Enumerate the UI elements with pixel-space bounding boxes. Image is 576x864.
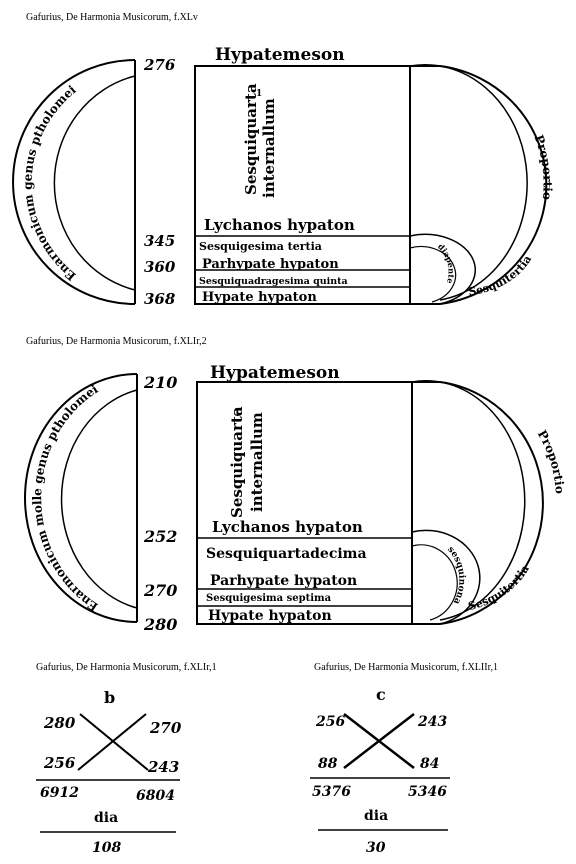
fig1-left-arc-inner xyxy=(53,75,136,291)
fig1-mark: 1 xyxy=(256,89,262,99)
fig2-right-arc-outer xyxy=(412,381,544,625)
fig3-mid-right: 243 xyxy=(147,758,179,776)
fig1-number-4: 368 xyxy=(144,290,176,308)
fig2-ratio-2: Sesquiquartadecima xyxy=(206,546,367,562)
fig1-number-3: 360 xyxy=(144,258,176,276)
fig3-result: 108 xyxy=(92,840,121,856)
fig3-top-left: 280 xyxy=(43,714,76,732)
fig2-ratio-3: Sesquigesima septima xyxy=(206,593,332,604)
fig1-small-arc-label: diapente xyxy=(436,241,457,284)
fig2-right-arc-label: Proportio xyxy=(535,428,567,495)
fig2-note-3: Parhypate hypaton xyxy=(210,573,357,589)
caption-fig3: Gafurius, De Harmonia Musicorum, f.XLIr,… xyxy=(36,662,217,673)
fig1-note-top: Hypatemeson xyxy=(215,45,345,65)
figure-4: c 256 243 88 84 5376 5346 dia 30 xyxy=(310,685,450,856)
fig4-mid-left: 88 xyxy=(318,756,338,772)
caption-fig2: Gafurius, De Harmonia Musicorum, f.XLIr,… xyxy=(26,336,207,347)
fig2-number-1: 210 xyxy=(143,373,177,392)
fig2-right-arc-inner xyxy=(411,380,526,621)
fig4-result: 30 xyxy=(366,840,386,856)
figure-2: 210 252 270 280 Hypatemeson Lychanos hyp… xyxy=(24,363,567,634)
fig3-top-right: 270 xyxy=(149,719,182,737)
fig4-cross-line-2 xyxy=(343,713,415,769)
fig2-mark: 1 xyxy=(234,409,240,419)
fig4-label: dia xyxy=(364,808,388,824)
fig4-mid-right: 84 xyxy=(420,756,439,772)
fig4-prod-left: 5376 xyxy=(312,784,351,800)
fig1-left-arc-outer xyxy=(12,59,136,305)
fig1-right-arc-lower-label: Sesquitertia xyxy=(468,253,535,298)
fig3-prod-left: 6912 xyxy=(40,785,79,801)
fig1-small-arc-inner xyxy=(409,245,457,303)
fig1-note-2: Lychanos hypaton xyxy=(204,216,355,234)
fig1-number-1: 276 xyxy=(143,56,176,74)
fig1-right-arc-inner xyxy=(409,63,528,301)
fig2-ratio-vertical-2: internallum xyxy=(248,412,266,512)
fig2-ratio-vertical-1: Sesquiquarta xyxy=(228,406,246,518)
fig3-cross-line-2 xyxy=(77,713,147,771)
fig2-note-4: Hypate hypaton xyxy=(208,608,332,624)
fig2-note-top: Hypatemeson xyxy=(210,363,340,383)
fig3-cross-line-1 xyxy=(79,713,149,771)
fig1-box xyxy=(194,65,411,305)
fig3-prod-right: 6804 xyxy=(136,788,175,804)
fig3-mid-left: 256 xyxy=(43,754,76,772)
caption-fig4: Gafurius, De Harmonia Musicorum, f.XLIIr… xyxy=(314,662,498,673)
fig2-small-arc-outer xyxy=(411,529,481,625)
fig1-left-arc-label: Enarmonicum genus ptholomei xyxy=(21,82,79,283)
fig3-label: dia xyxy=(94,810,118,826)
fig1-ratio-vertical-1: Sesquiquarta xyxy=(242,83,260,195)
fig2-left-arc-inner xyxy=(60,389,138,609)
fig4-top-right: 243 xyxy=(417,714,447,730)
fig2-number-2: 252 xyxy=(143,527,177,546)
fig2-small-arc-label: sesquinona xyxy=(445,545,466,606)
fig2-number-4: 280 xyxy=(143,615,177,634)
fig1-number-2: 345 xyxy=(144,232,175,250)
fig4-top-left: 256 xyxy=(315,714,345,730)
fig3-letter: b xyxy=(104,688,115,707)
fig1-ratio-2: Sesquigesima tertia xyxy=(199,240,322,253)
figure-3: b 280 270 256 243 6912 6804 dia 108 xyxy=(36,688,182,856)
fig2-small-arc-inner xyxy=(411,544,458,621)
figure-1: 276 345 360 368 Hypatemeson Lychanos hyp… xyxy=(12,45,555,308)
fig1-ratio-3: Sesquiquadragesima quinta xyxy=(199,276,348,287)
fig2-number-3: 270 xyxy=(143,581,177,600)
fig1-ratio-vertical-2: internallum xyxy=(260,98,278,198)
fig1-right-arc-label: Proportio xyxy=(532,133,555,201)
fig1-note-3: Parhypate hypaton xyxy=(202,257,339,272)
fig2-note-2: Lychanos hypaton xyxy=(212,518,363,536)
fig4-prod-right: 5346 xyxy=(408,784,447,800)
caption-fig1: Gafurius, De Harmonia Musicorum, f.XLv xyxy=(26,12,198,23)
fig1-right-arc-outer xyxy=(410,65,548,305)
fig4-letter: c xyxy=(376,685,386,704)
fig1-small-arc-outer xyxy=(409,233,477,305)
fig2-right-arc-lower-label: Sesquitertia xyxy=(467,563,532,613)
fig2-box xyxy=(196,381,413,625)
fig1-note-4: Hypate hypaton xyxy=(202,290,317,305)
fig2-left-arc-outer xyxy=(24,373,138,623)
